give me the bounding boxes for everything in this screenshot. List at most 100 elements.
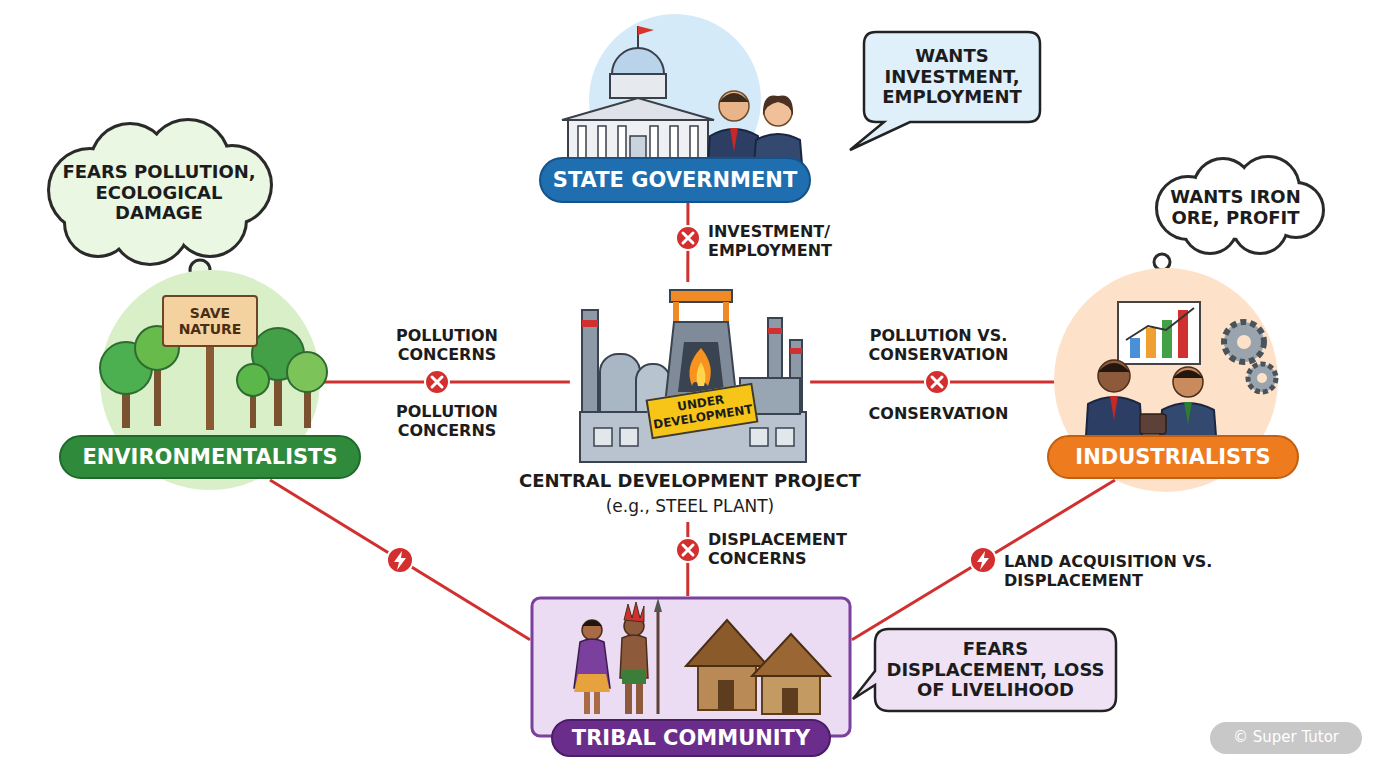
- cloud-text: FEARS POLLUTION, ECOLOGICAL DAMAGE: [54, 143, 264, 243]
- chimneys-part: [768, 328, 782, 334]
- capitol-building-part: [612, 48, 664, 74]
- stakeholder-badge: STATE GOVERNMENT: [540, 12, 810, 202]
- huts: [686, 620, 830, 714]
- chart-board-part: [1146, 328, 1156, 358]
- conflict-line: [686, 202, 689, 282]
- cloud-fill: [1158, 158, 1322, 252]
- conflict-x-marker: [676, 538, 700, 562]
- tension-bolt-marker: [387, 547, 413, 573]
- huts-part: [762, 672, 820, 714]
- conflict-x-marker-part: [425, 370, 449, 394]
- stakeholder-name: ENVIRONMENTALISTS: [60, 436, 360, 478]
- tribal-people-part: [622, 670, 646, 684]
- conflict-x-marker-part: [683, 545, 693, 555]
- steel-plant-illustration: [470, 282, 910, 468]
- factory-hall: [580, 378, 806, 462]
- bubble-text: WANTS INVESTMENT, EMPLOYMENT: [870, 34, 1034, 120]
- blast-furnace-part: [676, 302, 726, 322]
- tribal-people-part: [574, 674, 610, 692]
- name-banner: [60, 436, 360, 478]
- conflict-x-marker-part: [932, 377, 942, 387]
- gears-part: [1224, 322, 1264, 362]
- conflict-x-marker: [925, 370, 949, 394]
- edge-label: DISPLACEMENT CONCERNS: [708, 530, 878, 568]
- stakeholder-name: INDUSTRIALISTS: [1048, 436, 1298, 478]
- businessmen-part: [1173, 367, 1203, 397]
- huts-part: [782, 688, 798, 714]
- edge-label: POLLUTION VS. CONSERVATION: [836, 326, 1041, 364]
- tribal-people-part: [582, 620, 602, 640]
- tribal-people-part: [584, 692, 590, 714]
- edge-label: LAND ACQUISITION VS. DISPLACEMENT: [1004, 552, 1224, 590]
- conflict-x-marker-part: [925, 370, 949, 394]
- officials: [708, 91, 802, 164]
- tension-bolt-marker-part: [387, 547, 413, 573]
- factory-hall-part: [620, 428, 638, 446]
- tension-bolt-marker-part: [394, 551, 406, 570]
- chart-board: [1118, 302, 1200, 364]
- officials-part: [719, 91, 749, 121]
- tension-bolt-marker: [970, 547, 996, 573]
- businessmen-part: [1184, 402, 1192, 424]
- chart-board-part: [1130, 338, 1140, 358]
- businessmen: [1086, 360, 1216, 436]
- stakeholder-badge: INDUSTRIALISTS: [1048, 268, 1298, 480]
- conflict-x-marker-part: [676, 538, 700, 562]
- capitol-building-part: [610, 74, 666, 98]
- project-subtitle: (e.g., STEEL PLANT): [470, 494, 910, 520]
- stakeholder-name: STATE GOVERNMENT: [540, 158, 810, 202]
- blast-furnace-part: [697, 362, 706, 386]
- capitol-building: [562, 26, 714, 168]
- speech-bubble-part: [853, 629, 1116, 711]
- businessmen-part: [1160, 403, 1216, 436]
- officials-part: [730, 128, 738, 152]
- speech-bubble-part: [850, 32, 1040, 150]
- edge-note: POLLUTION CONCERNS: [372, 402, 522, 440]
- tribal-people: [574, 598, 662, 714]
- gears-part: [1257, 373, 1267, 383]
- conflict-x-marker-part: [683, 233, 693, 243]
- huts-part: [686, 620, 768, 666]
- bubble-text: FEARS DISPLACEMENT, LOSS OF LIVELIHOOD: [881, 629, 1110, 711]
- conflict-line: [810, 381, 1054, 384]
- conflict-line: [686, 522, 689, 596]
- capitol-building-part: [562, 98, 714, 120]
- cloud-fill: [50, 121, 270, 263]
- edge-label: POLLUTION CONCERNS: [372, 326, 522, 364]
- businessmen-part: [1110, 396, 1118, 420]
- community-box-part: [532, 598, 850, 736]
- officials-part: [763, 95, 793, 116]
- conflict-x-marker: [425, 370, 449, 394]
- tribal-people-part: [657, 606, 660, 714]
- gears: [1224, 322, 1276, 392]
- thought-cloud-part: [1154, 254, 1170, 270]
- gears-part: [1248, 364, 1276, 392]
- chimneys-part: [582, 320, 598, 327]
- sign-board-part: [206, 346, 214, 430]
- gears-part: [1237, 335, 1251, 349]
- watermark: © Super Tutor: [1210, 722, 1362, 754]
- businessmen-part: [1098, 360, 1130, 392]
- huts-part: [698, 662, 756, 710]
- cloud-outline: [50, 121, 270, 263]
- trees-part: [154, 364, 161, 426]
- factory-hall-part: [750, 428, 768, 446]
- trees-part: [237, 364, 269, 396]
- name-banner: [540, 158, 810, 202]
- huts-part: [752, 634, 830, 676]
- speech-bubble: FEARS DISPLACEMENT, LOSS OF LIVELIHOOD: [873, 627, 1118, 713]
- chimneys-part: [582, 310, 598, 420]
- thought-cloud: FEARS POLLUTION, ECOLOGICAL DAMAGE: [40, 125, 278, 255]
- tribal-people-part: [582, 620, 602, 626]
- factory-hall-part: [776, 428, 794, 446]
- sign-board-part: [163, 296, 257, 346]
- tribal-people-part: [624, 602, 644, 622]
- name-banner: [552, 720, 830, 756]
- edge-note: CONSERVATION: [836, 404, 1041, 423]
- sign-text: SAVE NATURE: [163, 296, 257, 346]
- tribal-people-part: [636, 684, 643, 714]
- huts-part: [718, 680, 734, 710]
- tension-bolt-marker-part: [970, 547, 996, 573]
